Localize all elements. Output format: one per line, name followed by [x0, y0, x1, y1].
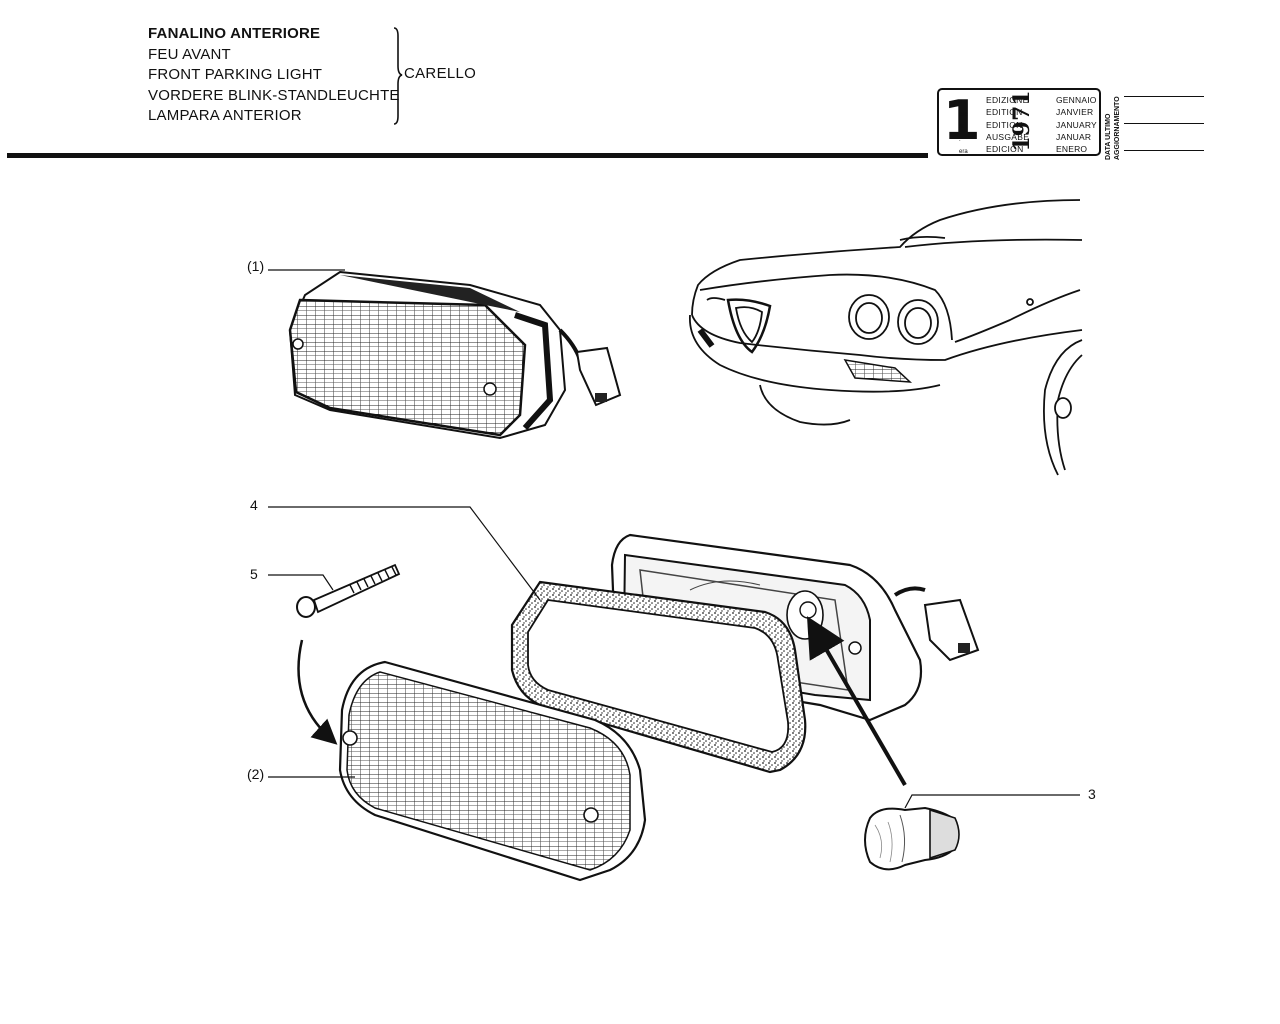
title-brace — [393, 27, 403, 125]
title-spanish: LAMPARA ANTERIOR — [148, 107, 302, 125]
edition-labels: EDIZIONE EDITION EDITION AUSGABE EDICION — [986, 95, 1030, 155]
callout-part-4: 4 — [250, 497, 258, 513]
title-french: FEU AVANT — [148, 45, 231, 63]
bulb-insert-arrow — [806, 616, 907, 787]
callout-part-5: 5 — [250, 566, 258, 582]
callout-part-1: (1) — [247, 258, 265, 274]
update-line-3 — [1124, 150, 1204, 152]
car-front-illustration — [689, 199, 1083, 476]
update-line-1 — [1124, 96, 1204, 98]
callout-line-5 — [268, 574, 334, 591]
supplier-name: CARELLO — [404, 65, 477, 82]
title-german: VORDERE BLINK-STANDLEUCHTE — [148, 86, 400, 104]
edition-ordinals: a ere st . era — [959, 99, 968, 155]
title-english: FRONT PARKING LIGHT — [148, 66, 323, 84]
callout-line-3 — [904, 794, 1080, 809]
edition-number: 1 — [943, 89, 981, 152]
screw-illustration — [296, 563, 401, 618]
update-line-2 — [1124, 123, 1204, 125]
lens-illustration — [338, 660, 647, 882]
assembly-arrow — [297, 639, 338, 745]
edition-box: 1 a ere st . era EDIZIONE EDITION EDITIO… — [937, 88, 1101, 156]
gasket-illustration — [510, 580, 807, 774]
edition-months: GENNAIO JANVIER JANUARY JANUAR ENERO — [1056, 95, 1097, 155]
assembled-light-illustration — [288, 270, 622, 440]
callout-part-2: (2) — [247, 766, 265, 782]
callout-line-4 — [268, 506, 541, 601]
bulb-illustration — [864, 806, 960, 871]
title-block: FANALINO ANTERIORE FEU AVANT FRONT PARKI… — [148, 24, 400, 127]
callout-part-3: 3 — [1088, 786, 1096, 802]
header-rule — [7, 153, 928, 158]
title-italian: FANALINO ANTERIORE — [148, 25, 321, 42]
